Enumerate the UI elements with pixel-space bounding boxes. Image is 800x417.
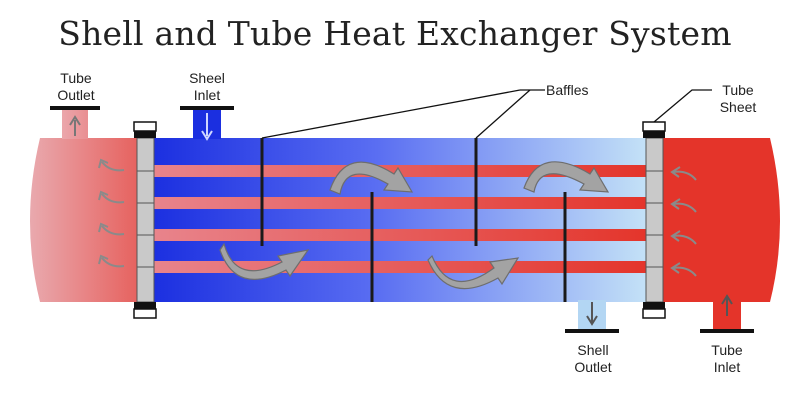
tube-inlet-arrow (721, 294, 733, 316)
label-line: Baffles (546, 82, 589, 98)
shell-body (152, 138, 652, 302)
label-shell-outlet: Shell Outlet (564, 342, 622, 376)
label-tube-sheet: Tube Sheet (710, 82, 766, 116)
shell-outlet-arrow (586, 302, 598, 326)
tube (152, 229, 652, 241)
label-line: Tube (722, 82, 754, 98)
sheel-inlet-arrow (201, 113, 213, 141)
label-tube-outlet: Tube Outlet (48, 70, 104, 104)
right-head (660, 138, 780, 302)
label-sheel-inlet: Sheel Inlet (180, 70, 234, 104)
tube-outlet-arrow (69, 115, 81, 136)
flow-arrow (219, 242, 310, 280)
tube (152, 165, 652, 177)
label-tube-inlet: Tube Inlet (699, 342, 755, 376)
diagram-title: Shell and Tube Heat Exchanger System (58, 14, 732, 53)
label-line: Inlet (713, 359, 741, 375)
label-baffles: Baffles (546, 82, 602, 99)
right-tube-sheet (642, 121, 666, 319)
label-line: Shell (577, 342, 609, 358)
leader-lines (261, 89, 712, 139)
baffles (260, 138, 567, 302)
label-line: Sheel (189, 70, 225, 86)
label-line: Outlet (574, 359, 612, 375)
label-line: Sheet (719, 99, 757, 115)
label-line: Outlet (57, 87, 95, 103)
label-line: Tube (60, 70, 92, 86)
tube (152, 197, 652, 209)
label-line: Inlet (193, 87, 221, 103)
shell-flow-arrows (219, 161, 610, 290)
label-line: Tube (711, 342, 743, 358)
left-tube-sheet (133, 121, 157, 319)
flow-arrow (329, 161, 414, 195)
tube-bundle (152, 165, 652, 273)
flow-arrow (427, 254, 520, 290)
left-head (30, 138, 150, 302)
flow-arrow (523, 161, 610, 193)
left-flow-arrows (98, 158, 125, 268)
right-flow-arrows (670, 166, 697, 277)
